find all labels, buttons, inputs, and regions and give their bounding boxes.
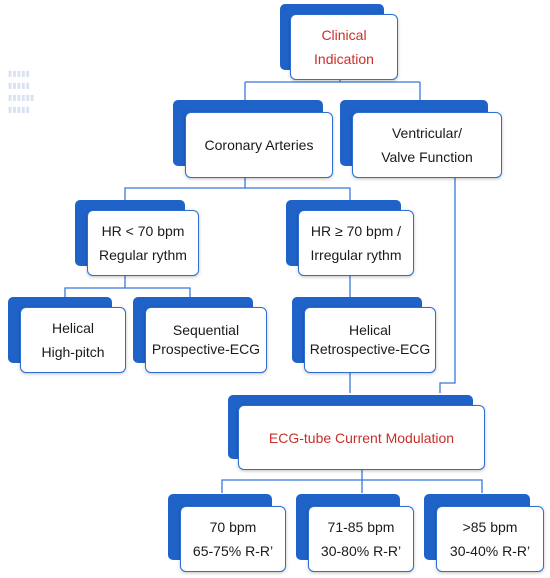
hr-high-line2: Irregular rythm [310, 247, 402, 263]
bpm71-85-line2: 30-80% R-R’ [320, 543, 402, 559]
connector-coronary-children [124, 178, 246, 200]
clinical-indication-node: Clinical Indication [280, 4, 400, 82]
helical-high-pitch-line1: Helical [51, 320, 94, 336]
hr-high-line1: HR ≥ 70 bpm / [310, 223, 402, 239]
helical-retro-line1: Helical [348, 322, 391, 338]
helical-high-pitch-node: Helical High-pitch [8, 297, 128, 377]
background-watermark: ▮▮▮▮▮▮▮▮▮▮▮▮▮▮▮▮▮▮▮▮▮ [8, 69, 35, 114]
connector-hrlow-right [125, 287, 191, 298]
helical-high-pitch-line2: High-pitch [41, 344, 105, 360]
ventricular-line1: Ventricular/ [391, 125, 463, 141]
bpm71-85-line1: 71-85 bpm [327, 519, 395, 535]
ecg-tube-current-modulation-node: ECG-tube Current Modulation [228, 395, 493, 473]
hr-high-node: HR ≥ 70 bpm / Irregular rythm [286, 200, 416, 278]
node-box: 70 bpm 65-75% R-R’ [180, 506, 286, 572]
helical-retro-line2: Retrospective-ECG [309, 341, 431, 357]
sequential-node: Sequential Prospective-ECG [133, 297, 268, 377]
ventricular-node: Ventricular/ Valve Function [340, 100, 505, 180]
node-box: Sequential Prospective-ECG [145, 307, 267, 373]
node-box: >85 bpm 30-40% R-R’ [436, 506, 544, 572]
clinical-line1: Clinical [321, 27, 367, 43]
node-box: Helical High-pitch [20, 307, 126, 373]
sequential-line1: Sequential [172, 322, 240, 338]
clinical-line2: Indication [314, 51, 374, 67]
hr-low-node: HR < 70 bpm Regular rythm [75, 200, 200, 278]
bpm70-line1: 70 bpm [209, 519, 257, 535]
hr-low-line2: Regular rythm [99, 247, 187, 263]
sequential-line2: Prospective-ECG [151, 341, 261, 357]
node-box: ECG-tube Current Modulation [238, 405, 485, 470]
bpm-70-node: 70 bpm 65-75% R-R’ [168, 494, 286, 574]
bpm-85-plus-node: >85 bpm 30-40% R-R’ [424, 494, 546, 574]
coronary-arteries-node: Coronary Arteries [173, 100, 333, 180]
hr-low-line1: HR < 70 bpm [101, 223, 185, 239]
connector-ecg-right [362, 479, 483, 493]
node-box: HR < 70 bpm Regular rythm [87, 210, 199, 276]
bpm70-line2: 65-75% R-R’ [192, 543, 274, 559]
bpm-71-85-node: 71-85 bpm 30-80% R-R’ [296, 494, 416, 574]
connector-coronary-right [245, 187, 351, 200]
connector-ecg-children [221, 470, 363, 493]
node-box: HR ≥ 70 bpm / Irregular rythm [298, 210, 414, 276]
node-box: Helical Retrospective-ECG [304, 307, 436, 373]
bpm85-line1: >85 bpm [462, 519, 518, 535]
node-box: Clinical Indication [290, 14, 398, 80]
coronary-line1: Coronary Arteries [204, 137, 314, 153]
connector-ventricular-ecg [439, 178, 456, 393]
node-box: Coronary Arteries [185, 112, 333, 178]
bpm85-line2: 30-40% R-R’ [449, 543, 531, 559]
node-box: Ventricular/ Valve Function [352, 112, 502, 178]
ventricular-line2: Valve Function [381, 149, 473, 165]
ecg-tube-line1: ECG-tube Current Modulation [268, 429, 455, 446]
node-box: 71-85 bpm 30-80% R-R’ [308, 506, 414, 572]
helical-retrospective-node: Helical Retrospective-ECG [292, 297, 447, 377]
connector-hrlow-children [64, 276, 126, 298]
